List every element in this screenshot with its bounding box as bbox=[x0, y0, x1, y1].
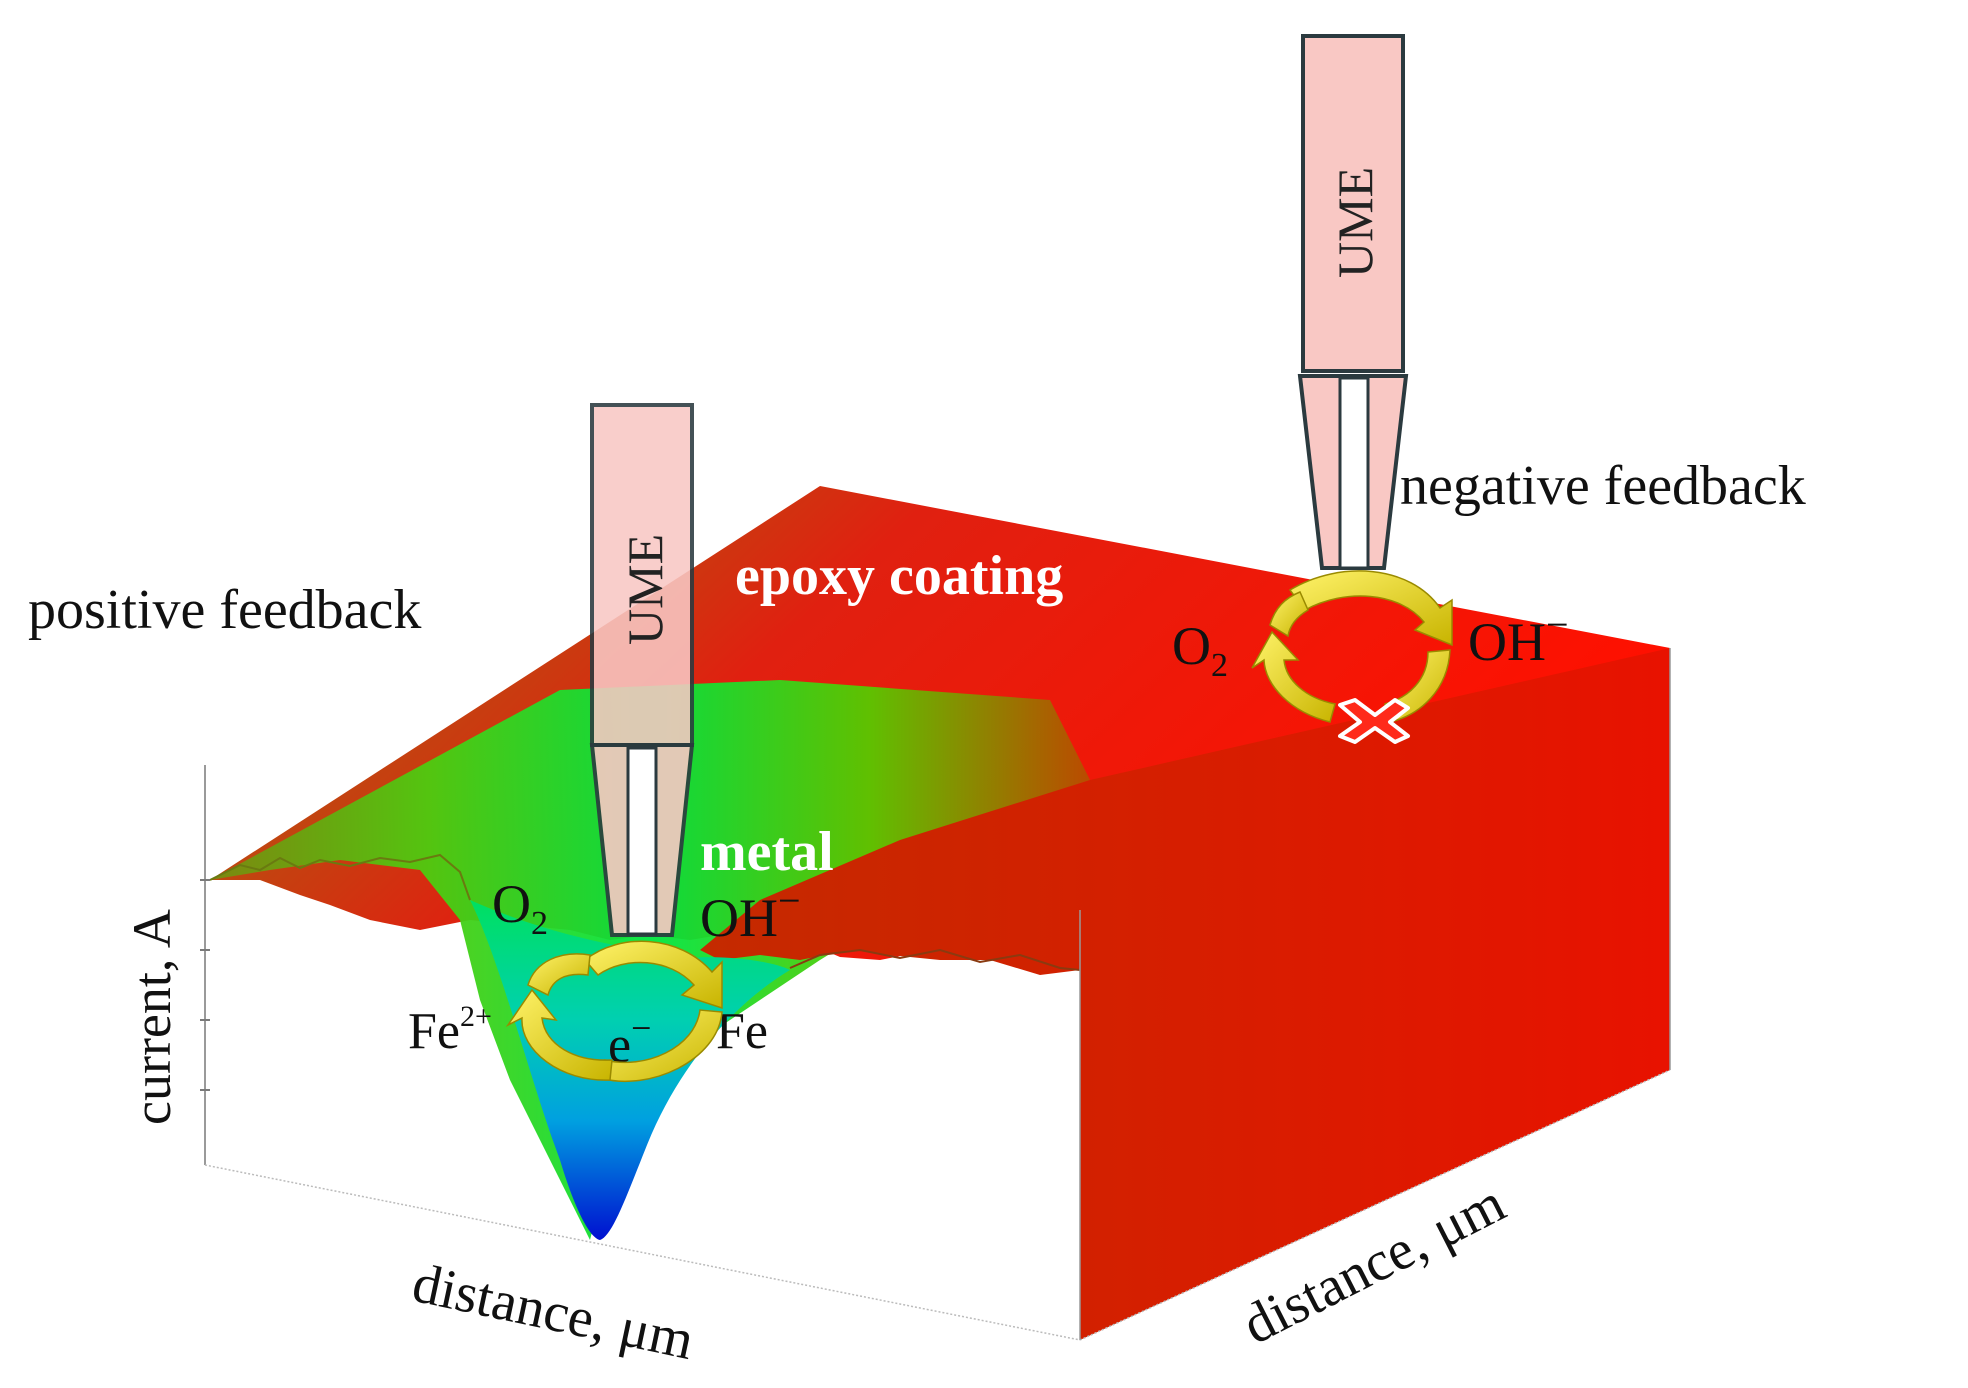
fe-label: Fe bbox=[716, 1003, 768, 1060]
x-axis-label: distance, μm bbox=[407, 1252, 699, 1372]
probe-right-ume-label: UME bbox=[1327, 167, 1383, 278]
cycle-arrow-upper-right-icon bbox=[583, 940, 723, 1010]
z-axis-label: current, A bbox=[122, 909, 182, 1125]
o2-right-label: O2 bbox=[1172, 616, 1228, 684]
probe-right-body bbox=[1301, 34, 1405, 373]
probe-left-ume-label: UME bbox=[617, 534, 673, 645]
surface-edge-right bbox=[789, 948, 1081, 971]
metal-label: metal bbox=[700, 821, 834, 883]
cycle-arrow-left-upper-icon bbox=[1269, 591, 1309, 638]
epoxy-coating-label: epoxy coating bbox=[735, 545, 1063, 607]
probe-right: UME bbox=[1297, 34, 1409, 570]
oh-left-label: OH− bbox=[700, 878, 801, 948]
probe-right-wire bbox=[1338, 376, 1370, 570]
axis-z-ticks bbox=[200, 879, 210, 1091]
axis-x-line bbox=[204, 1164, 1081, 1341]
x-mark-icon bbox=[1338, 698, 1410, 744]
probe-left-wire bbox=[626, 746, 658, 936]
cycle-arrow-top-right-icon bbox=[1288, 570, 1453, 647]
cycle-arrow-left-up-icon bbox=[527, 953, 591, 997]
cycle-arrow-left-lower-icon bbox=[1251, 630, 1336, 723]
probe-left: UME bbox=[589, 403, 695, 937]
cycle-arrow-lower-left-icon bbox=[505, 988, 613, 1081]
cycle-icon-right bbox=[1251, 570, 1453, 744]
epoxy-surface-right bbox=[700, 648, 1670, 1340]
cycle-icon-left bbox=[505, 940, 723, 1083]
negative-feedback-label: negative feedback bbox=[1400, 455, 1806, 517]
electron-label: e− bbox=[608, 1008, 651, 1074]
fe2-label: Fe2+ bbox=[408, 1000, 492, 1060]
positive-feedback-label: positive feedback bbox=[28, 579, 421, 641]
oh-right-label: OH− bbox=[1468, 602, 1569, 672]
surface-edge-left bbox=[209, 853, 471, 901]
axis-y-line bbox=[1079, 1069, 1671, 1341]
o2-left-label: O2 bbox=[492, 874, 548, 942]
